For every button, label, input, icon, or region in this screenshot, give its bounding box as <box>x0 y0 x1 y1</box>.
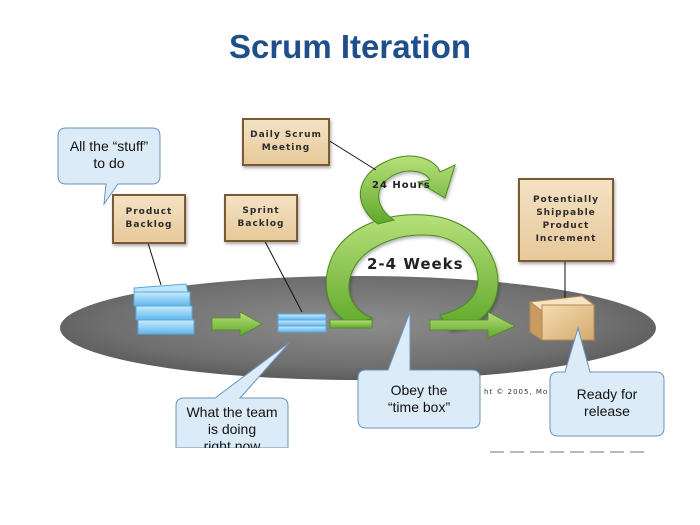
product-backlog-label: Product Backlog <box>112 194 186 244</box>
callout-release-text: Ready for release <box>576 386 638 419</box>
callout-team-text: What the team is doing right now <box>186 404 278 448</box>
sprint-backlog-stack <box>277 313 327 333</box>
callout-timebox-bubble <box>357 311 481 429</box>
callout-release-bubble <box>549 326 665 437</box>
copyright-text: ht © 2005, Mo <box>484 388 549 396</box>
callout-timebox-text: Obey the “time box” <box>387 382 451 415</box>
connector-sprint <box>259 231 303 313</box>
slide-title: Scrum Iteration <box>228 28 472 65</box>
product-backlog-stack <box>133 283 195 335</box>
daily-cycle-label: 24 Hours <box>372 180 431 191</box>
callout-team-bubble <box>175 341 291 449</box>
sprint-cycle-label: 2-4 Weeks <box>367 255 464 273</box>
flow-arrow-1 <box>211 311 263 337</box>
daily-scrum-label: Daily Scrum Meeting <box>242 118 330 166</box>
connector-product <box>147 242 162 286</box>
connector-daily <box>327 139 377 171</box>
increment-box-icon <box>528 295 596 341</box>
flow-arrow-2 <box>329 319 373 329</box>
callout-stuff-bubble <box>57 127 161 206</box>
increment-label: Potentially Shippable Product Increment <box>518 178 614 262</box>
sprint-backlog-label: Sprint Backlog <box>224 194 298 242</box>
callout-stuff-text: All the “stuff” to do <box>69 138 149 171</box>
flow-arrow-3 <box>429 311 516 339</box>
